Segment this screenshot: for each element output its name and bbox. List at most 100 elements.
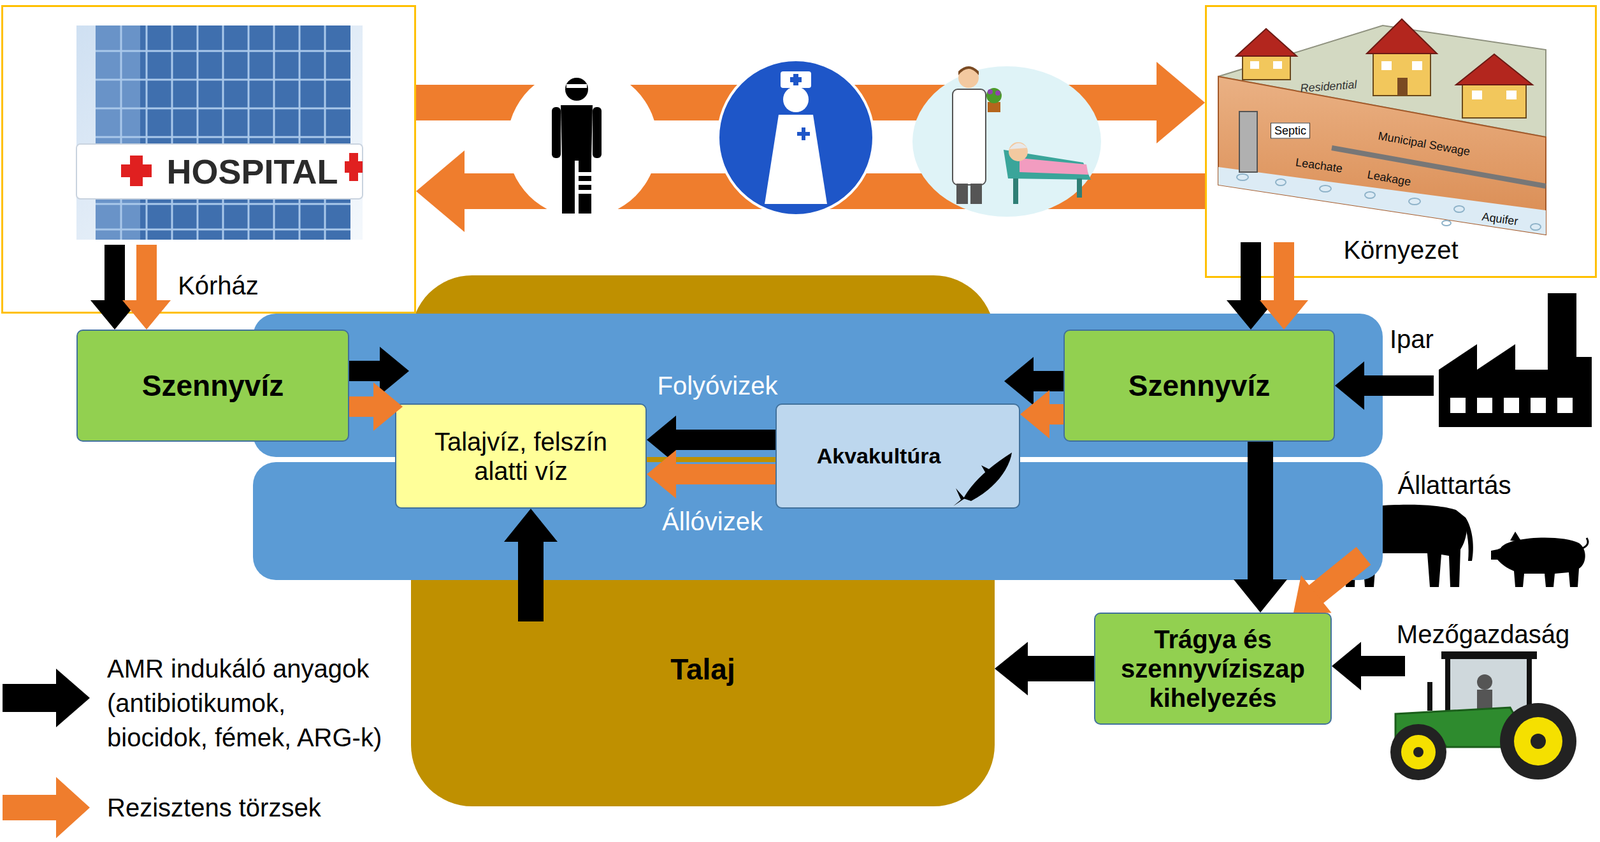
- arrow-head: [1334, 361, 1365, 410]
- flow-arrow: [1020, 389, 1064, 439]
- legend-arrow-sample: [2, 668, 90, 838]
- flow-arrow: [349, 382, 403, 431]
- nurse-icon: [718, 59, 874, 216]
- environment-illustration: [1530, 223, 1541, 231]
- cow-icon: [1463, 517, 1474, 561]
- doctor-patient-icon: [970, 183, 982, 204]
- injured-person-icon: [560, 105, 593, 161]
- arrow-head: [1020, 389, 1050, 439]
- flow-arrow: [1293, 555, 1364, 613]
- environment-illustration: [1273, 61, 1283, 69]
- node-label: Állóvizek: [662, 506, 763, 536]
- nurse-icon: [783, 86, 809, 113]
- doctor-patient-icon: [986, 87, 1002, 104]
- hospital-photo: [196, 25, 199, 240]
- hospital-photo: [95, 25, 351, 240]
- environment-illustration: [1364, 191, 1376, 199]
- nurse-icon: [718, 59, 874, 216]
- legend-text: AMR indukáló anyagok (antibiotikumok, bi…: [107, 651, 392, 755]
- nurse-icon: [780, 71, 812, 88]
- doctor-patient-icon: [912, 66, 1102, 217]
- doctor-patient-icon: [987, 101, 1001, 113]
- arrow-head: [994, 641, 1028, 696]
- illustration-label: HOSPITAL: [166, 151, 339, 192]
- environment-illustration: [1462, 82, 1527, 118]
- hospital-photo: [95, 79, 351, 81]
- injured-person-icon: [507, 67, 658, 218]
- factory-icon: [1438, 293, 1592, 427]
- tractor-icon: [1390, 723, 1447, 780]
- environment-illustration: [1218, 76, 1546, 235]
- hospital-photo: [76, 144, 363, 199]
- arrow-head: [1259, 300, 1309, 330]
- doctor-patient-icon: [1009, 142, 1028, 150]
- environment-illustration: [1412, 61, 1423, 71]
- injured-person-icon: [578, 189, 592, 194]
- factory-icon: [1450, 397, 1466, 413]
- environment-illustration: [1242, 54, 1291, 80]
- environment-illustration: [1506, 90, 1517, 100]
- environment-illustration: [1455, 54, 1533, 85]
- node-label: Mezőgazdaság: [1396, 619, 1570, 649]
- arrow-head: [379, 346, 410, 396]
- factory-icon: [1557, 397, 1573, 413]
- fish-icon: [953, 488, 965, 506]
- environment-illustration: [1331, 147, 1546, 187]
- environment-illustration: [1366, 19, 1437, 54]
- hospital-photo: [95, 25, 141, 240]
- flow-arrow: [122, 244, 171, 330]
- hospital-photo: [344, 161, 363, 173]
- hospital-photo: [95, 203, 351, 206]
- pig-icon: [1491, 537, 1586, 587]
- injured-person-icon: [562, 159, 575, 214]
- node-label: Talajvíz, felszín alatti víz: [419, 426, 624, 486]
- nurse-icon: [764, 114, 828, 204]
- flow-arrow: [1004, 356, 1064, 406]
- tractor-icon: [1499, 702, 1577, 780]
- hospital-photo: [145, 25, 148, 240]
- injured-person-icon: [578, 159, 592, 214]
- wastewater-box: Szennyvíz: [76, 329, 350, 442]
- flow-arrow: [90, 244, 139, 330]
- legend-row: Rezisztens törzsek: [107, 790, 554, 825]
- tractor-icon: [1401, 734, 1436, 770]
- environment-illustration: [1397, 77, 1408, 96]
- doctor-patient-icon: [952, 89, 986, 185]
- environment-illustration: [1381, 61, 1392, 71]
- hospital-photo: [95, 50, 351, 53]
- injured-person-icon: [507, 67, 658, 218]
- fish-icon: [953, 452, 1012, 506]
- nurse-icon: [790, 77, 802, 83]
- pig-icon: [1582, 537, 1588, 548]
- environment-illustration: [1408, 198, 1421, 205]
- injured-person-icon: [566, 84, 587, 88]
- illustration-label-text: HOSPITAL: [166, 152, 339, 191]
- node-label: Talaj: [670, 652, 735, 687]
- environment-illustration: [1454, 205, 1465, 213]
- arrow-head: [1293, 575, 1332, 613]
- hospital-photo: [95, 107, 351, 110]
- legend-row: AMR indukáló anyagok (antibiotikumok, bi…: [107, 651, 392, 755]
- hospital-photo: [298, 25, 301, 240]
- agriculture-icon-node: Mezőgazdaság: [1369, 615, 1597, 783]
- tractor-icon: [1513, 716, 1563, 766]
- flow-arrow: [1226, 242, 1276, 330]
- arrow-shaft: [670, 463, 776, 485]
- fish-icon: [963, 452, 1012, 501]
- tractor-icon: [1477, 674, 1493, 690]
- arrow-shaft: [1247, 441, 1274, 586]
- doctor-patient-icon: [1008, 142, 1028, 162]
- node-label: Trágya és szennyvíziszap kihelyezés: [1105, 624, 1321, 713]
- arrow-shaft: [104, 244, 125, 306]
- flow-arrow: [1259, 242, 1309, 330]
- arrow-shaft: [670, 429, 776, 450]
- node-label: Folyóvizek: [657, 370, 779, 401]
- arrow-head: [373, 382, 403, 431]
- hospital-photo: [247, 25, 250, 240]
- tractor-icon: [1477, 689, 1493, 709]
- arrow-shaft: [1311, 555, 1364, 598]
- groundwater-box: Talajvíz, felszín alatti víz: [395, 403, 647, 509]
- hospital-photo: [95, 136, 351, 139]
- legend-arrow-sample: [2, 668, 90, 728]
- hospital-photo: [120, 25, 123, 240]
